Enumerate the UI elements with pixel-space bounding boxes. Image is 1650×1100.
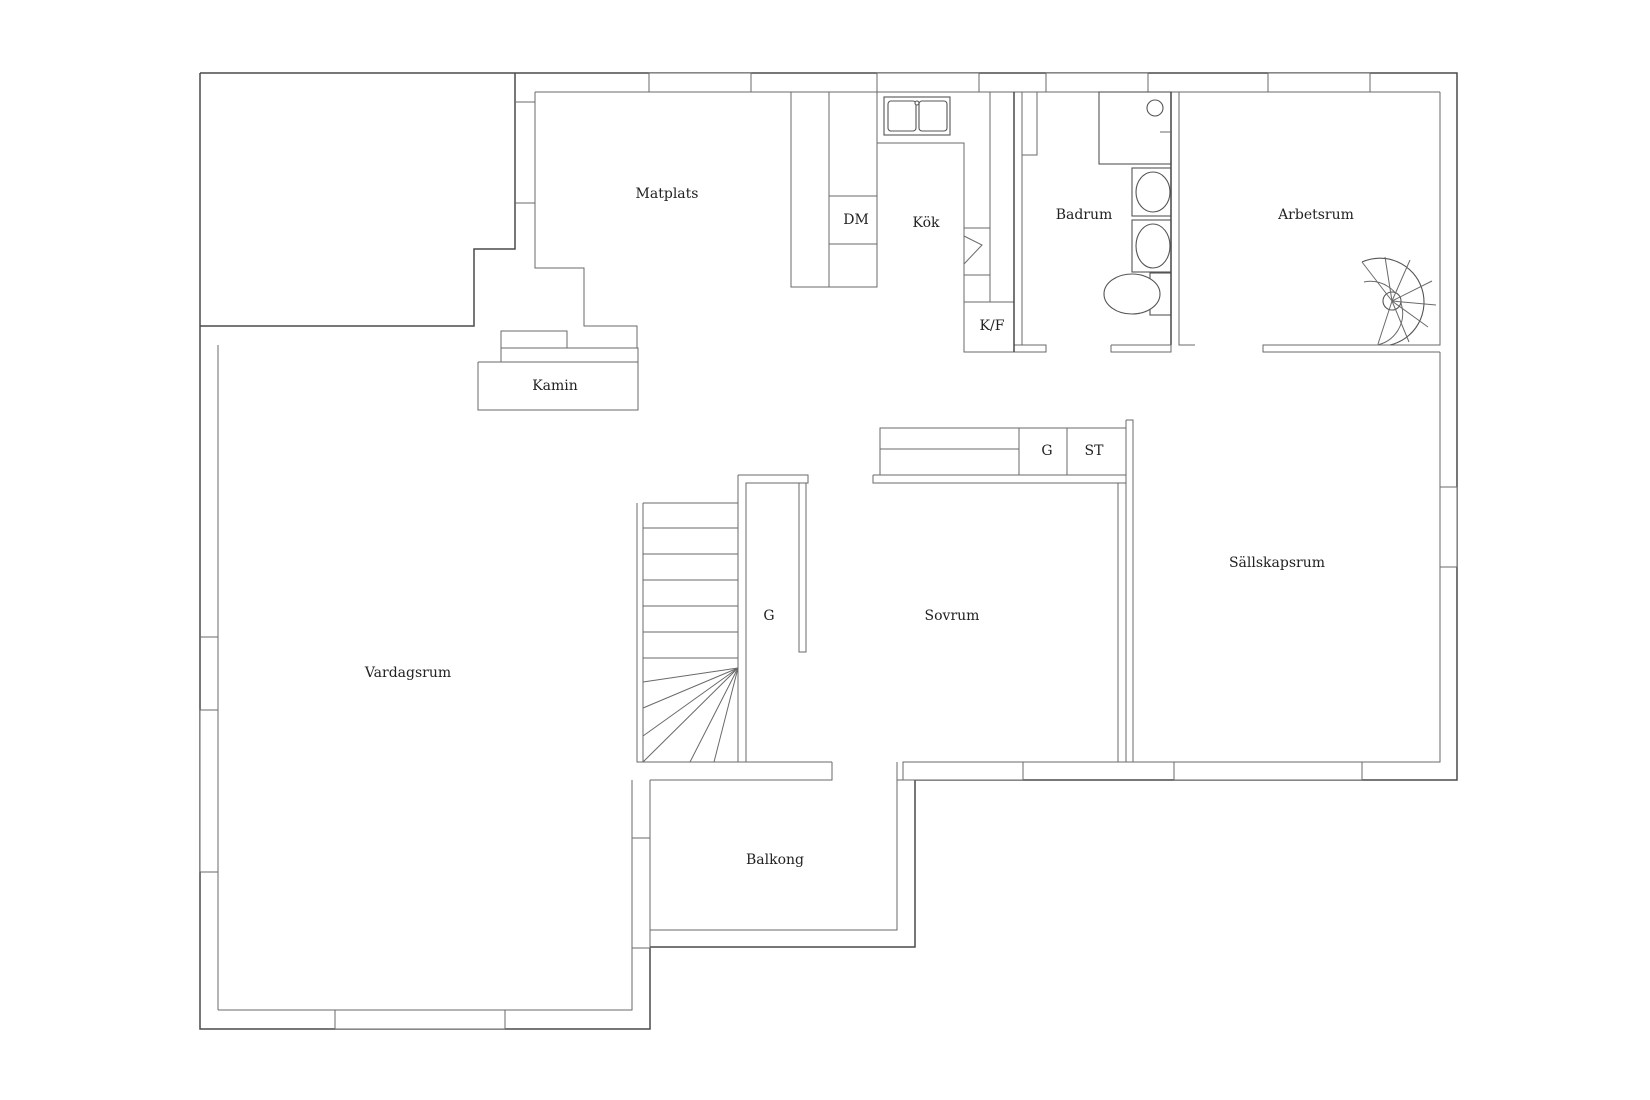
label-kamin: Kamin [532, 378, 578, 394]
label-vardagsrum: Vardagsrum [364, 665, 451, 681]
kitchen [790, 91, 1047, 353]
hall-closet [737, 474, 832, 763]
label-badrum: Badrum [1056, 207, 1113, 223]
spiral-staircase [1361, 256, 1437, 346]
label-arbetsrum: Arbetsrum [1277, 207, 1354, 223]
balcony [649, 762, 915, 947]
windows [199, 72, 1458, 1030]
label-g-hall: G [763, 608, 774, 624]
room-labels: Matplats Kök DM K/F Badrum Arbetsrum Kam… [364, 186, 1354, 868]
label-matplats: Matplats [636, 186, 699, 202]
label-sovrum: Sovrum [925, 608, 980, 624]
label-st: ST [1085, 443, 1105, 459]
main-staircase [636, 502, 739, 763]
fireplace [477, 330, 639, 411]
northwest-area [200, 73, 638, 348]
label-sallskapsrum: Sällskapsrum [1229, 555, 1325, 571]
storage-block [872, 419, 1134, 763]
bedroom [902, 483, 1125, 780]
label-dm: DM [843, 212, 869, 228]
label-balkong: Balkong [746, 852, 804, 868]
label-g-storage: G [1041, 443, 1052, 459]
label-kok: Kök [913, 215, 941, 231]
label-kf: K/F [980, 318, 1005, 334]
study [1262, 92, 1441, 353]
bathroom [1013, 91, 1195, 353]
